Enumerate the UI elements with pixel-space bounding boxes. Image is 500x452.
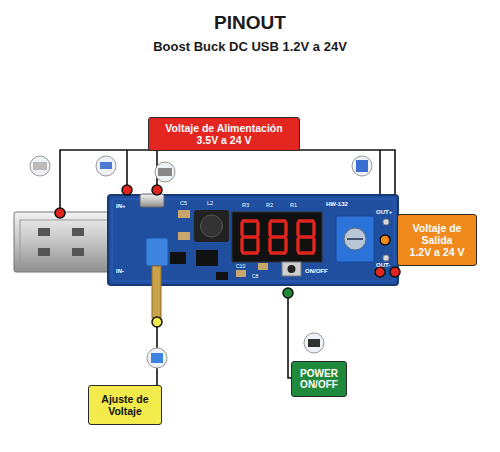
pin-name: IN-	[116, 268, 124, 274]
potentiometer	[146, 238, 168, 266]
callout-text: Voltaje de Alimentación	[165, 122, 282, 134]
micro-usb	[140, 194, 164, 207]
output-callout: Voltaje de Salida1.2V a 24 V	[397, 214, 477, 266]
trim-screw	[152, 266, 161, 318]
ic-chips	[170, 250, 228, 280]
callout-text: POWER ON/OFF	[295, 368, 343, 391]
power-callout: POWER ON/OFF	[291, 361, 347, 397]
part-name: L2	[207, 201, 213, 207]
callout-text: 3.5V a 24 V	[197, 134, 252, 146]
usb-plug	[14, 212, 118, 272]
subtitle: Boost Buck DC USB 1.2V a 24V	[0, 40, 500, 53]
terminal-block	[336, 216, 374, 262]
inductor-symbol	[194, 210, 229, 242]
page-title: PINOUT	[0, 12, 500, 34]
board-model: HW-132	[326, 201, 348, 207]
part-name: R1	[290, 203, 297, 209]
callout-text: Ajuste de Voltaje	[92, 393, 158, 417]
push-button	[282, 262, 301, 276]
part-name: C5	[180, 201, 187, 207]
icon-badges	[30, 156, 372, 368]
part-name: R3	[242, 203, 249, 209]
pin-name: IN+	[116, 203, 126, 209]
pin-name: OUT+	[376, 209, 392, 215]
part-name: C10	[236, 264, 245, 269]
callout-text: 1.2V a 24 V	[410, 246, 465, 258]
seven-segment-display	[232, 212, 322, 262]
supply-callout: Voltaje de Alimentación3.5V a 24 V	[148, 117, 300, 151]
pin-name: OUT-	[376, 262, 390, 268]
adjust-callout: Ajuste de Voltaje	[88, 385, 162, 425]
leader-lines	[60, 150, 398, 386]
pin-name: ON/OFF	[305, 268, 328, 274]
callout-text: Voltaje de Salida	[401, 222, 473, 246]
part-name: R2	[266, 203, 273, 209]
part-name: C8	[252, 274, 258, 279]
callout-dots	[55, 185, 400, 327]
